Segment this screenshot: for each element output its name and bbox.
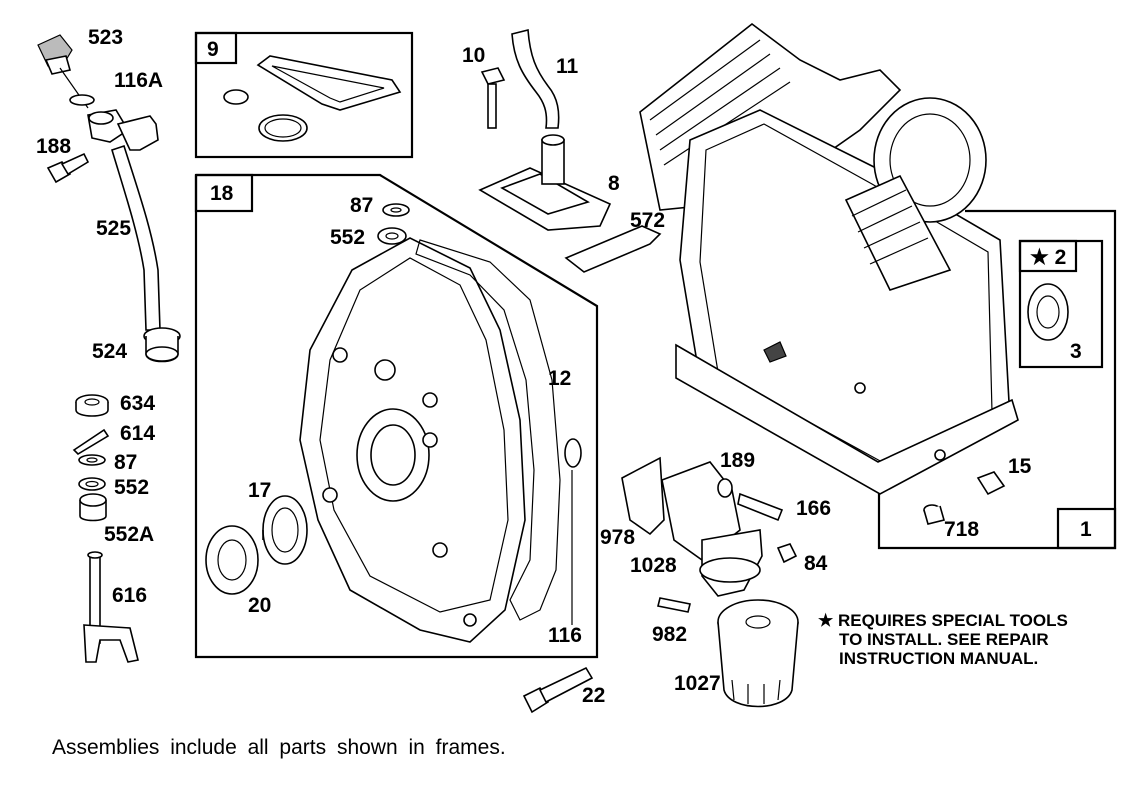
washer-87-left-part <box>78 454 106 466</box>
frame-2-label: ★ 2 <box>1030 246 1066 269</box>
nut-84-part <box>776 543 798 564</box>
bearing-17-part <box>262 495 308 565</box>
washer-87-mid-part <box>382 203 410 217</box>
o-ring-part <box>69 94 95 106</box>
callout-982: 982 <box>652 623 687 646</box>
callout-84: 84 <box>804 552 828 575</box>
frame-1-label: 1 <box>1080 518 1092 541</box>
washer-552-left-part <box>78 477 106 491</box>
callout-614: 614 <box>120 422 155 445</box>
seal-634-part <box>75 394 109 417</box>
grommet-524-part <box>143 327 181 363</box>
gasket-set-part <box>223 55 402 142</box>
pin-614-part <box>72 428 110 456</box>
gasket-978-part <box>621 456 665 536</box>
frame-18: 18 <box>194 173 599 659</box>
bushing-552a-part <box>79 493 107 522</box>
dipstick-tube-part <box>111 144 161 331</box>
special-tools-note-line-2: TO INSTALL. SEE REPAIR <box>839 630 1049 649</box>
frame-18-label: 18 <box>210 182 234 205</box>
plug-15-part <box>976 471 1006 496</box>
stud-166-part <box>737 492 784 522</box>
callout-188: 188 <box>36 135 71 158</box>
callout-616: 616 <box>112 584 147 607</box>
callout-87-left: 87 <box>114 451 137 474</box>
callout-634: 634 <box>120 392 155 415</box>
callout-12: 12 <box>548 367 571 390</box>
bolt-10-part <box>480 67 506 129</box>
callout-718: 718 <box>944 518 979 541</box>
callout-17: 17 <box>248 479 271 502</box>
callout-552-left: 552 <box>114 476 149 499</box>
frame-9-label: 9 <box>207 38 219 61</box>
assembly-note: Assemblies include all parts shown in fr… <box>52 736 506 759</box>
callout-8: 8 <box>608 172 620 195</box>
special-tools-note: ★ REQUIRES SPECIAL TOOLS TO INSTALL. SEE… <box>818 611 1138 668</box>
seal-3-part <box>1027 283 1069 341</box>
callout-524: 524 <box>92 340 127 363</box>
callout-572: 572 <box>630 209 665 232</box>
callout-552a: 552A <box>104 523 154 546</box>
callout-189: 189 <box>720 449 755 472</box>
callout-1027: 1027 <box>674 672 721 695</box>
washer-552-mid-part <box>377 227 407 245</box>
callout-552-mid: 552 <box>330 226 365 249</box>
bolt-22-part <box>522 666 594 714</box>
o-ring-116-part <box>564 438 582 468</box>
breather-tube-11-part <box>511 28 560 129</box>
crankcase-cover-part <box>299 237 526 643</box>
callout-116a: 116A <box>114 69 163 92</box>
frame-2: ★ 2 <box>1018 239 1104 369</box>
special-tools-note-line-3: INSTRUCTION MANUAL. <box>839 649 1039 668</box>
seal-20-part <box>205 525 259 595</box>
callout-10: 10 <box>462 44 485 67</box>
callout-116: 116 <box>548 624 582 647</box>
governor-shaft-616-part <box>83 551 139 663</box>
callout-20: 20 <box>248 594 271 617</box>
washer-189-part <box>717 478 733 498</box>
callout-1028: 1028 <box>630 554 677 577</box>
engine-block-part <box>639 22 1019 495</box>
callout-15: 15 <box>1008 455 1032 478</box>
callout-3: 3 <box>1070 340 1082 363</box>
frame-9: 9 <box>194 31 414 159</box>
special-tools-note-line-1: ★ REQUIRES SPECIAL TOOLS <box>818 611 1068 630</box>
callout-166: 166 <box>796 497 831 520</box>
oil-filter-1027-part <box>717 599 799 708</box>
callout-978: 978 <box>600 526 635 549</box>
gasket-12-part <box>415 239 561 621</box>
callout-523: 523 <box>88 26 123 49</box>
breather-cover-8-part <box>478 134 612 231</box>
callout-22: 22 <box>582 684 605 707</box>
callout-87-mid: 87 <box>350 194 373 217</box>
clip-572-part <box>564 225 662 273</box>
callout-525: 525 <box>96 217 131 240</box>
callout-11: 11 <box>556 55 579 78</box>
dowel-718-part <box>923 504 945 525</box>
dipstick-tube-fitting-part <box>87 109 159 151</box>
frame-1: 1 <box>877 209 1117 550</box>
screw-188-part <box>46 152 90 184</box>
oil-filter-adapter-1028-part <box>661 461 763 597</box>
screw-982-part <box>657 597 691 613</box>
